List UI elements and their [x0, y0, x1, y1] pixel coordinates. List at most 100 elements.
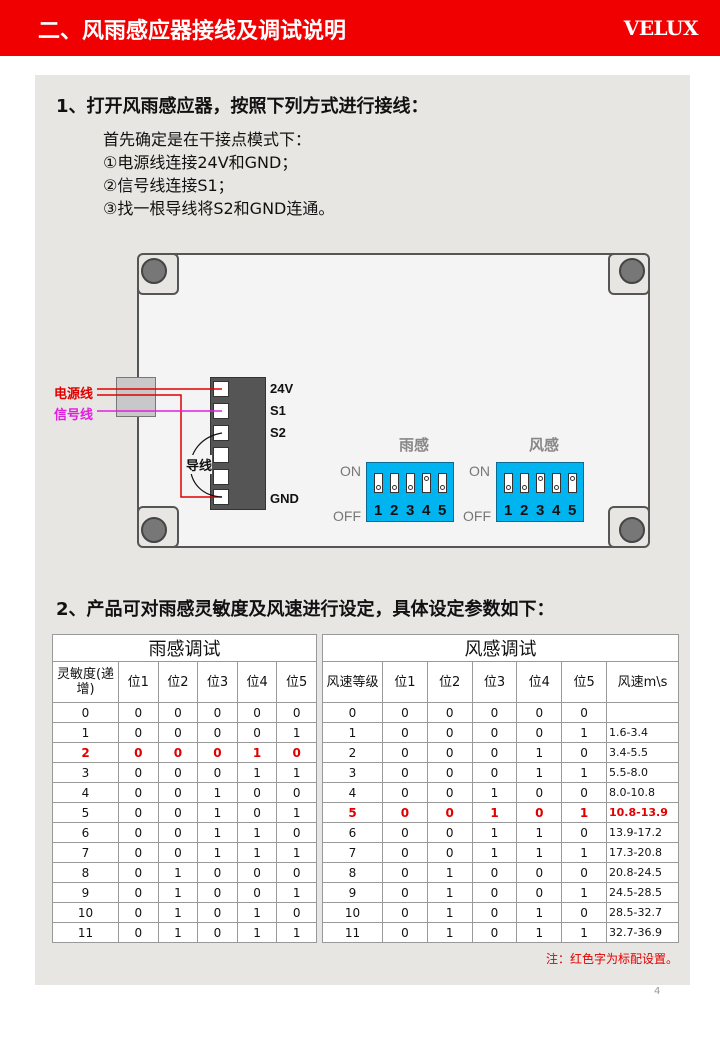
table-cell: 2	[52, 742, 119, 763]
column-header: 位2	[426, 661, 473, 703]
dip-toggle[interactable]	[552, 473, 561, 493]
dip-number: 3	[536, 502, 545, 519]
table-cell: 0	[382, 762, 428, 783]
table-cell: 0	[382, 742, 428, 763]
dip-number: 3	[406, 502, 415, 519]
step: ①电源线连接24V和GND；	[103, 153, 298, 172]
step: 首先确定是在干接点模式下：	[103, 130, 312, 149]
table-cell: 1	[516, 822, 563, 843]
rain-dip-label: 雨感	[399, 436, 430, 454]
table-cell: 0	[197, 922, 238, 943]
dip-number: 5	[438, 502, 447, 519]
table-cell: 0	[471, 902, 518, 923]
toggle-knob	[554, 485, 559, 490]
wiring-lines	[97, 388, 223, 498]
dip-toggle[interactable]	[374, 473, 383, 493]
table-cell: 0	[516, 802, 563, 823]
dip-toggle[interactable]	[520, 473, 529, 493]
table-cell: 20.8-24.5	[606, 862, 679, 883]
table-cell: 4	[52, 782, 119, 803]
table-cell: 1	[197, 782, 238, 803]
table-cell: 0	[276, 742, 317, 763]
table-cell: 6	[322, 822, 383, 843]
terminal-block	[210, 377, 266, 510]
table-cell: 3.4-5.5	[606, 742, 679, 763]
note: 注：红色字为标配设置。	[545, 952, 678, 966]
dip-toggle[interactable]	[390, 473, 399, 493]
column-header: 位3	[471, 661, 518, 703]
table-cell: 6	[52, 822, 119, 843]
toggle-knob	[424, 476, 429, 481]
table-cell: 0	[157, 742, 199, 763]
table-cell: 0	[561, 782, 607, 803]
dip-toggle[interactable]	[406, 473, 415, 493]
toggle-knob	[376, 485, 381, 490]
table-cell: 0	[561, 702, 607, 723]
table-cell: 0	[197, 702, 238, 723]
dip-toggle[interactable]	[438, 473, 447, 493]
table-cell: 0	[197, 902, 238, 923]
screw-icon	[619, 258, 645, 284]
page-title: 二、风雨感应器接线及调试说明	[38, 19, 347, 44]
table-cell: 1.6-3.4	[606, 722, 679, 743]
table-cell: 0	[118, 762, 159, 783]
table-cell: 1	[236, 922, 278, 943]
table-cell: 4	[322, 782, 383, 803]
terminal-label: GND	[270, 491, 299, 506]
table-cell: 1	[236, 842, 278, 863]
table-cell: 0	[322, 702, 383, 723]
table-title: 风感调试	[322, 634, 679, 662]
wiring-steps: 首先确定是在干接点模式下： ①电源线连接24V和GND； ②信号线连接S1； ③…	[103, 128, 334, 220]
table-cell: 1	[561, 802, 607, 823]
wind-dip-label: 风感	[529, 436, 560, 454]
table-cell: 8	[52, 862, 119, 883]
toggle-knob	[538, 476, 543, 481]
dip-toggle[interactable]	[422, 473, 431, 493]
column-header: 位2	[157, 661, 199, 703]
table-cell: 0	[426, 722, 473, 743]
table-cell: 1	[276, 762, 317, 783]
table-cell: 0	[471, 722, 518, 743]
table-cell: 1	[322, 722, 383, 743]
table-cell: 1	[276, 842, 317, 863]
dip-toggle[interactable]	[568, 473, 577, 493]
table-cell: 0	[236, 802, 278, 823]
power-wire-gnd	[97, 394, 222, 498]
terminal-label: 24V	[270, 381, 294, 396]
table-cell: 0	[382, 842, 428, 863]
table-cell: 0	[382, 922, 428, 943]
step: ③找一根导线将S2和GND连通。	[103, 199, 335, 218]
table-cell: 0	[118, 802, 159, 823]
table-cell: 0	[118, 782, 159, 803]
column-header: 位4	[236, 661, 278, 703]
table-cell: 1	[471, 802, 518, 823]
screw-icon	[141, 517, 167, 543]
table-cell: 0	[471, 702, 518, 723]
page-number: 4	[654, 986, 661, 997]
table-cell: 0	[118, 702, 159, 723]
toggle-knob	[408, 485, 413, 490]
table-cell: 0	[197, 722, 238, 743]
header-bar: 二、风雨感应器接线及调试说明 VELUX	[0, 0, 720, 56]
dip-number: 1	[374, 502, 383, 519]
table-cell: 24.5-28.5	[606, 882, 679, 903]
table-cell: 0	[426, 782, 473, 803]
table-cell: 1	[561, 882, 607, 903]
dip-toggle[interactable]	[504, 473, 513, 493]
table-cell: 10	[322, 902, 383, 923]
dip-toggle[interactable]	[536, 473, 545, 493]
table-cell: 0	[197, 742, 238, 763]
table-cell: 0	[118, 742, 159, 763]
